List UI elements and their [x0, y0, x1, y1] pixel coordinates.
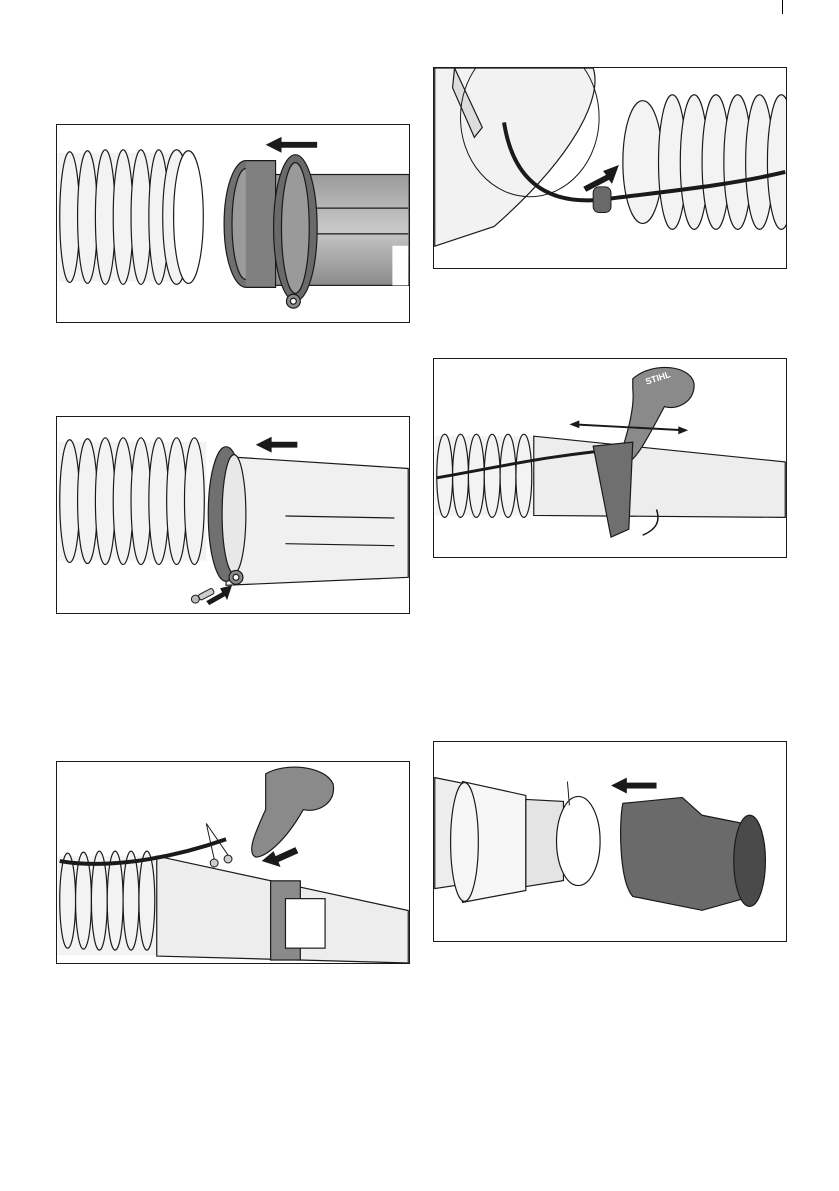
blower-tube — [208, 447, 408, 586]
handle-adjust-drawing: STIHL — [434, 359, 786, 557]
direction-arrow — [611, 778, 657, 794]
illustration-throttle-cable — [433, 67, 787, 269]
illustration-clamp-screw — [56, 416, 410, 614]
blower-tube — [224, 155, 409, 308]
throttle-cable-drawing — [434, 68, 786, 268]
nozzle — [621, 797, 766, 910]
crop-mark — [782, 0, 783, 14]
illustration-hose-to-tube — [56, 124, 410, 323]
direction-arrow — [266, 137, 317, 153]
blower-tube — [157, 856, 408, 963]
hose-and-tube-drawing — [57, 125, 409, 322]
control-handle — [252, 767, 334, 857]
blower-tube — [534, 436, 785, 517]
direction-arrow — [256, 437, 298, 453]
nozzle-drawing — [434, 742, 786, 941]
illustration-handle-mount — [56, 761, 410, 964]
illustration-handle-adjust: STIHL — [433, 358, 787, 558]
handle-mount-drawing — [57, 762, 409, 963]
cable-grommet — [593, 187, 611, 213]
illustration-nozzle — [433, 741, 787, 942]
clamp-screw-drawing — [57, 417, 409, 613]
